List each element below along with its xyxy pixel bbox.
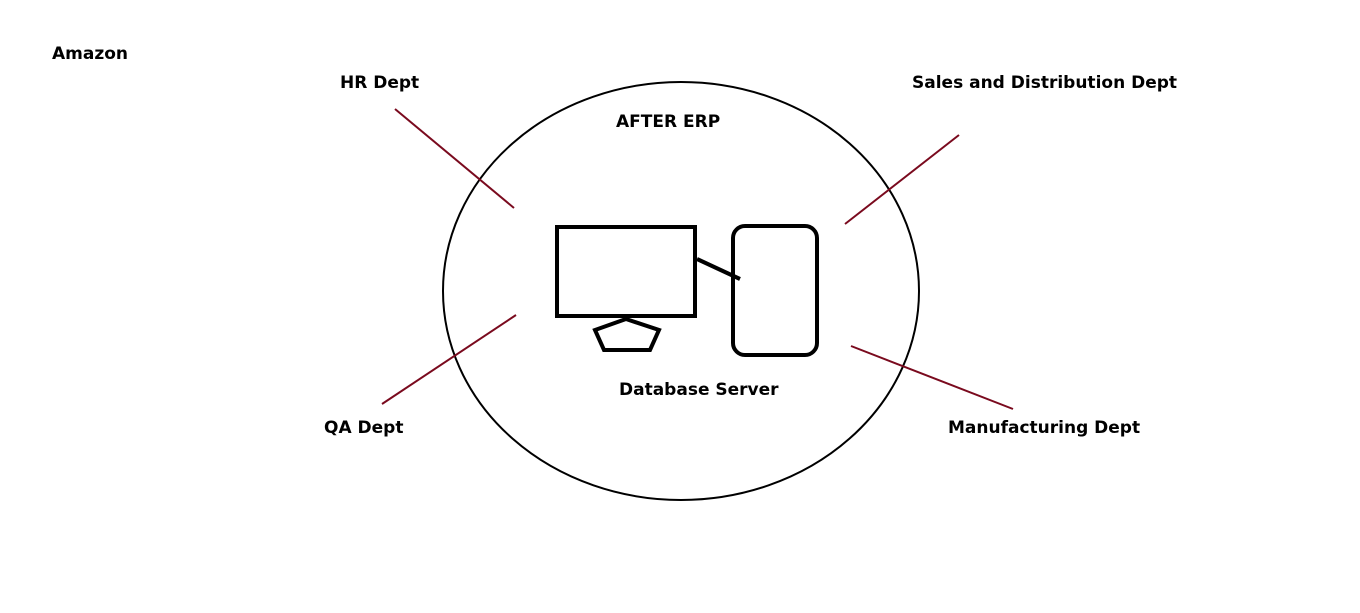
manufacturing-dept-label: Manufacturing Dept: [948, 418, 1141, 438]
company-label: Amazon: [52, 44, 129, 64]
qa-dept-label: QA Dept: [324, 418, 404, 438]
server-tower-icon: [731, 224, 819, 357]
monitor-icon: [555, 225, 697, 352]
hr-dept-label: HR Dept: [340, 73, 420, 93]
erp-boundary-ellipse: [442, 81, 920, 501]
qa-connector-line: [381, 314, 517, 405]
sales-dept-label: Sales and Distribution Dept: [912, 73, 1178, 93]
database-server-label: Database Server: [619, 380, 779, 400]
manufacturing-connector-line: [850, 345, 1014, 410]
diagram-title: AFTER ERP: [616, 112, 721, 132]
sales-connector-line: [844, 134, 960, 225]
hr-connector-line: [394, 108, 515, 209]
